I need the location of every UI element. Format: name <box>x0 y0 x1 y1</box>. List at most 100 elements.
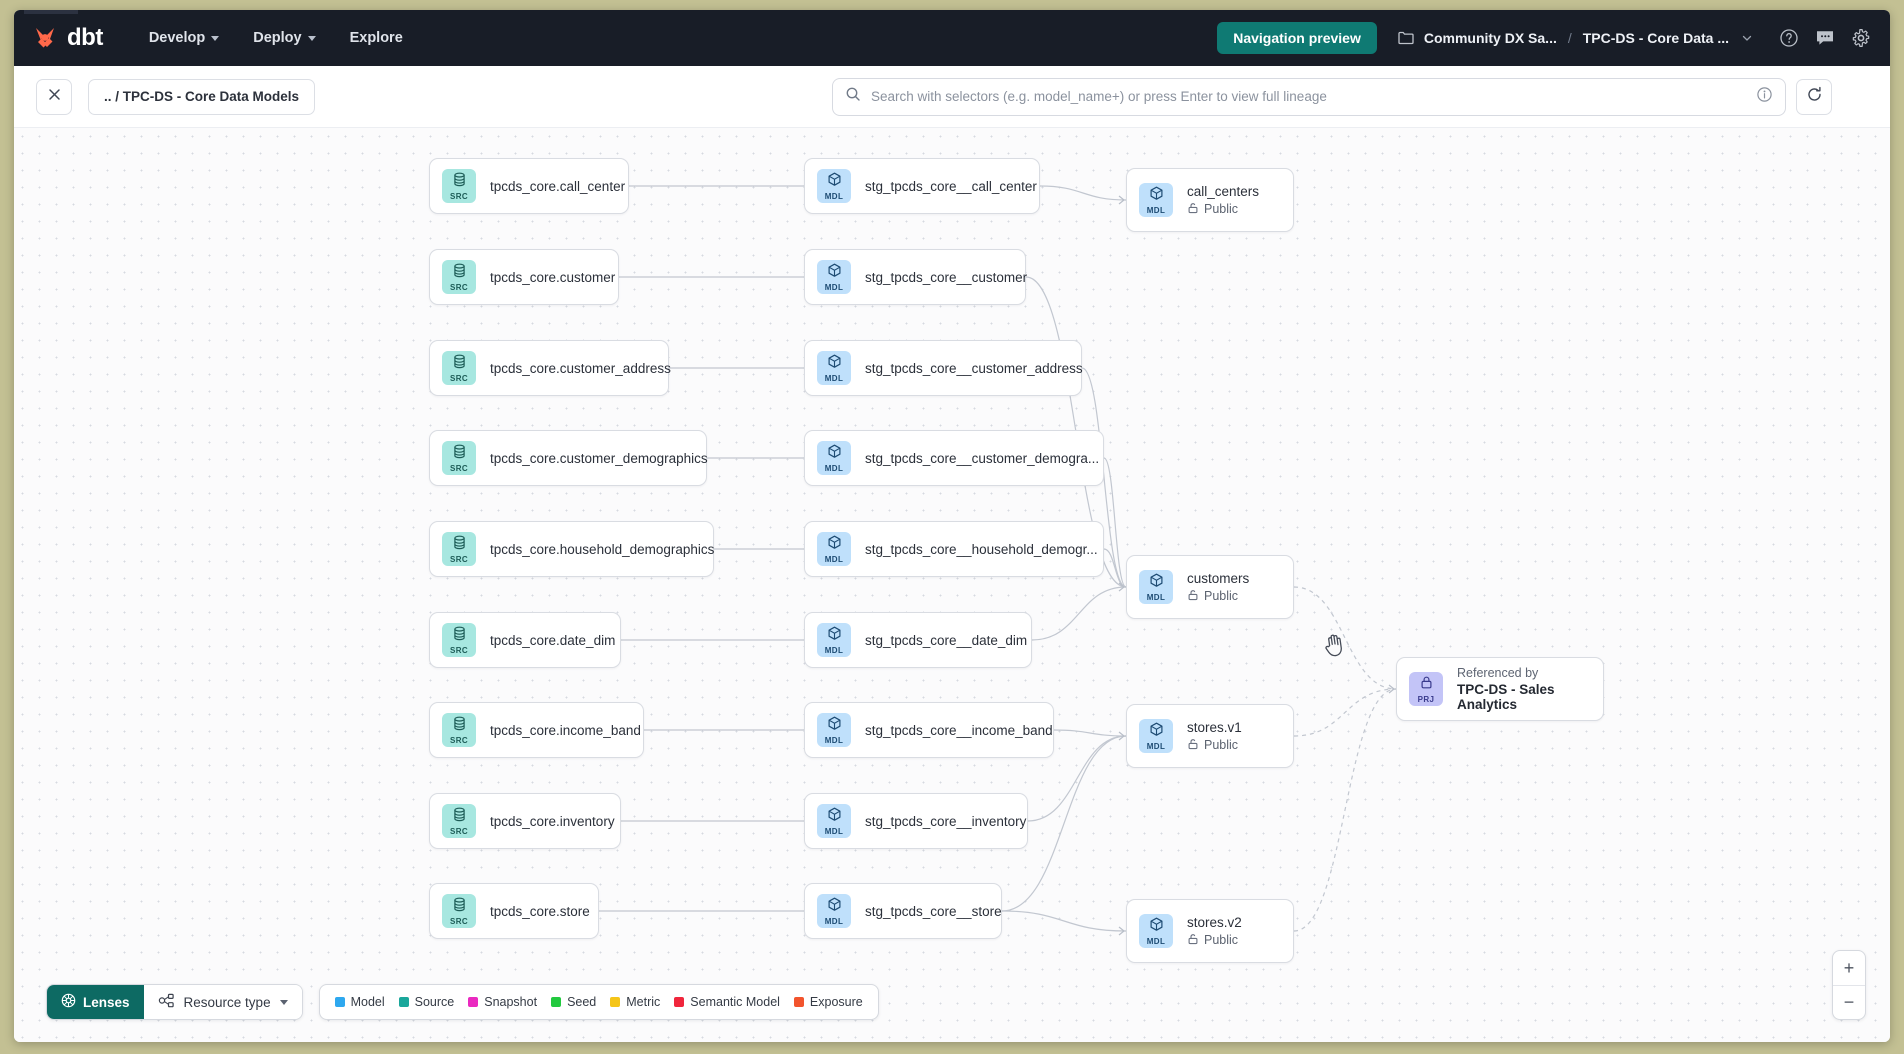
zoom-out-button[interactable]: − <box>1833 985 1865 1019</box>
breadcrumb-project[interactable]: TPC-DS - Core Data ... <box>1582 30 1729 46</box>
node-access-label: Public <box>1204 202 1239 216</box>
legend-item-exposure[interactable]: Exposure <box>793 995 863 1009</box>
nav-item-explore[interactable]: Explore <box>340 24 413 52</box>
resource-type-legend: Model Source Snapshot Seed Metric Semantic Mo… <box>318 984 879 1020</box>
node-access-label: Public <box>1204 589 1239 603</box>
lineage-node-stg-tpcds-core-call-center[interactable]: MDL stg_tpcds_core__call_center <box>804 158 1040 214</box>
legend-item-snapshot[interactable]: Snapshot <box>468 995 537 1009</box>
chevron-down-icon <box>307 35 316 41</box>
mdl-badge-icon: MDL <box>817 169 851 203</box>
info-circle-icon[interactable] <box>1756 86 1773 108</box>
node-text-column: tpcds_core.call_center <box>490 179 625 194</box>
chevron-down-icon[interactable] <box>1736 27 1758 49</box>
zoom-in-button[interactable]: + <box>1843 957 1855 978</box>
search-area <box>832 77 1832 116</box>
node-label: stg_tpcds_core__store <box>865 903 1002 919</box>
src-badge-icon: SRC <box>442 532 476 566</box>
breadcrumb-account[interactable]: Community DX Sa... <box>1423 30 1557 46</box>
src-badge-icon: SRC <box>442 713 476 747</box>
node-label: tpcds_core.store <box>490 903 590 919</box>
node-text-column: stg_tpcds_core__customer_address <box>865 361 1083 376</box>
legend-swatch <box>610 997 621 1007</box>
navigation-preview-button[interactable]: Navigation preview <box>1217 22 1377 54</box>
close-button[interactable] <box>36 78 72 115</box>
chevron-down-icon <box>279 999 288 1005</box>
search-input[interactable] <box>871 89 1746 104</box>
node-text-column: tpcds_core.customer_demographics <box>490 451 708 466</box>
gear-icon[interactable] <box>1850 27 1872 49</box>
node-text-column: stg_tpcds_core__store <box>865 904 1002 919</box>
legend-swatch <box>468 997 479 1007</box>
feedback-chat-icon[interactable] <box>1814 27 1836 49</box>
node-label: stores.v1 <box>1187 719 1242 735</box>
lenses-button[interactable]: Lenses <box>47 985 144 1019</box>
node-text-column: stg_tpcds_core__call_center <box>865 179 1037 194</box>
src-badge-icon: SRC <box>442 351 476 385</box>
legend-item-metric[interactable]: Metric <box>610 995 660 1009</box>
legend-item-semantic-model[interactable]: Semantic Model <box>674 995 780 1009</box>
node-label: tpcds_core.customer_demographics <box>490 450 708 466</box>
breadcrumb-separator: / <box>1567 30 1572 46</box>
node-label: tpcds_core.customer <box>490 269 616 285</box>
lineage-node-stg-tpcds-core-store[interactable]: MDL stg_tpcds_core__store <box>804 883 1002 939</box>
dbt-logo[interactable]: dbt <box>32 24 103 52</box>
search-box[interactable] <box>832 77 1786 116</box>
unlock-icon <box>1187 738 1199 753</box>
refresh-button[interactable] <box>1796 78 1832 115</box>
resource-type-dropdown[interactable]: Resource type <box>143 985 302 1019</box>
nav-item-develop[interactable]: Develop <box>139 24 229 52</box>
lineage-node-stg-tpcds-core-customer-address[interactable]: MDL stg_tpcds_core__customer_address <box>804 340 1083 396</box>
top-right-icons <box>1778 27 1872 49</box>
zoom-controls: + − <box>1832 950 1866 1020</box>
legend-label: Exposure <box>809 995 863 1009</box>
mdl-badge-icon: MDL <box>817 351 851 385</box>
legend-label: Model <box>350 995 385 1009</box>
lineage-breadcrumb-pill[interactable]: .. / TPC-DS - Core Data Models <box>88 78 316 115</box>
dbt-logo-text: dbt <box>67 24 103 51</box>
node-text-column: tpcds_core.income_band <box>490 723 641 738</box>
nav-item-deploy[interactable]: Deploy <box>243 24 325 52</box>
lens-icon <box>61 993 76 1011</box>
node-text-column: tpcds_core.store <box>490 904 590 919</box>
nav-item-develop-label: Develop <box>148 30 206 46</box>
legend-item-seed[interactable]: Seed <box>551 995 596 1009</box>
search-icon <box>845 86 861 107</box>
node-access-row: Public <box>1187 589 1249 604</box>
legend-item-source[interactable]: Source <box>398 995 454 1009</box>
node-label: call_centers <box>1187 183 1260 199</box>
node-access-label: Public <box>1204 738 1239 752</box>
lineage-node-tpcds-core-income-band[interactable]: SRC tpcds_core.income_band <box>429 702 644 758</box>
mdl-badge-icon: MDL <box>1139 570 1173 604</box>
legend-item-model[interactable]: Model <box>334 995 385 1009</box>
node-label: tpcds_core.call_center <box>490 178 626 194</box>
nav-item-explore-label: Explore <box>349 30 403 46</box>
help-circle-icon[interactable] <box>1778 27 1800 49</box>
legend-swatch <box>551 997 562 1007</box>
mdl-badge-icon: MDL <box>817 713 851 747</box>
mdl-badge-icon: MDL <box>817 894 851 928</box>
node-pretitle: Referenced by <box>1457 666 1539 680</box>
